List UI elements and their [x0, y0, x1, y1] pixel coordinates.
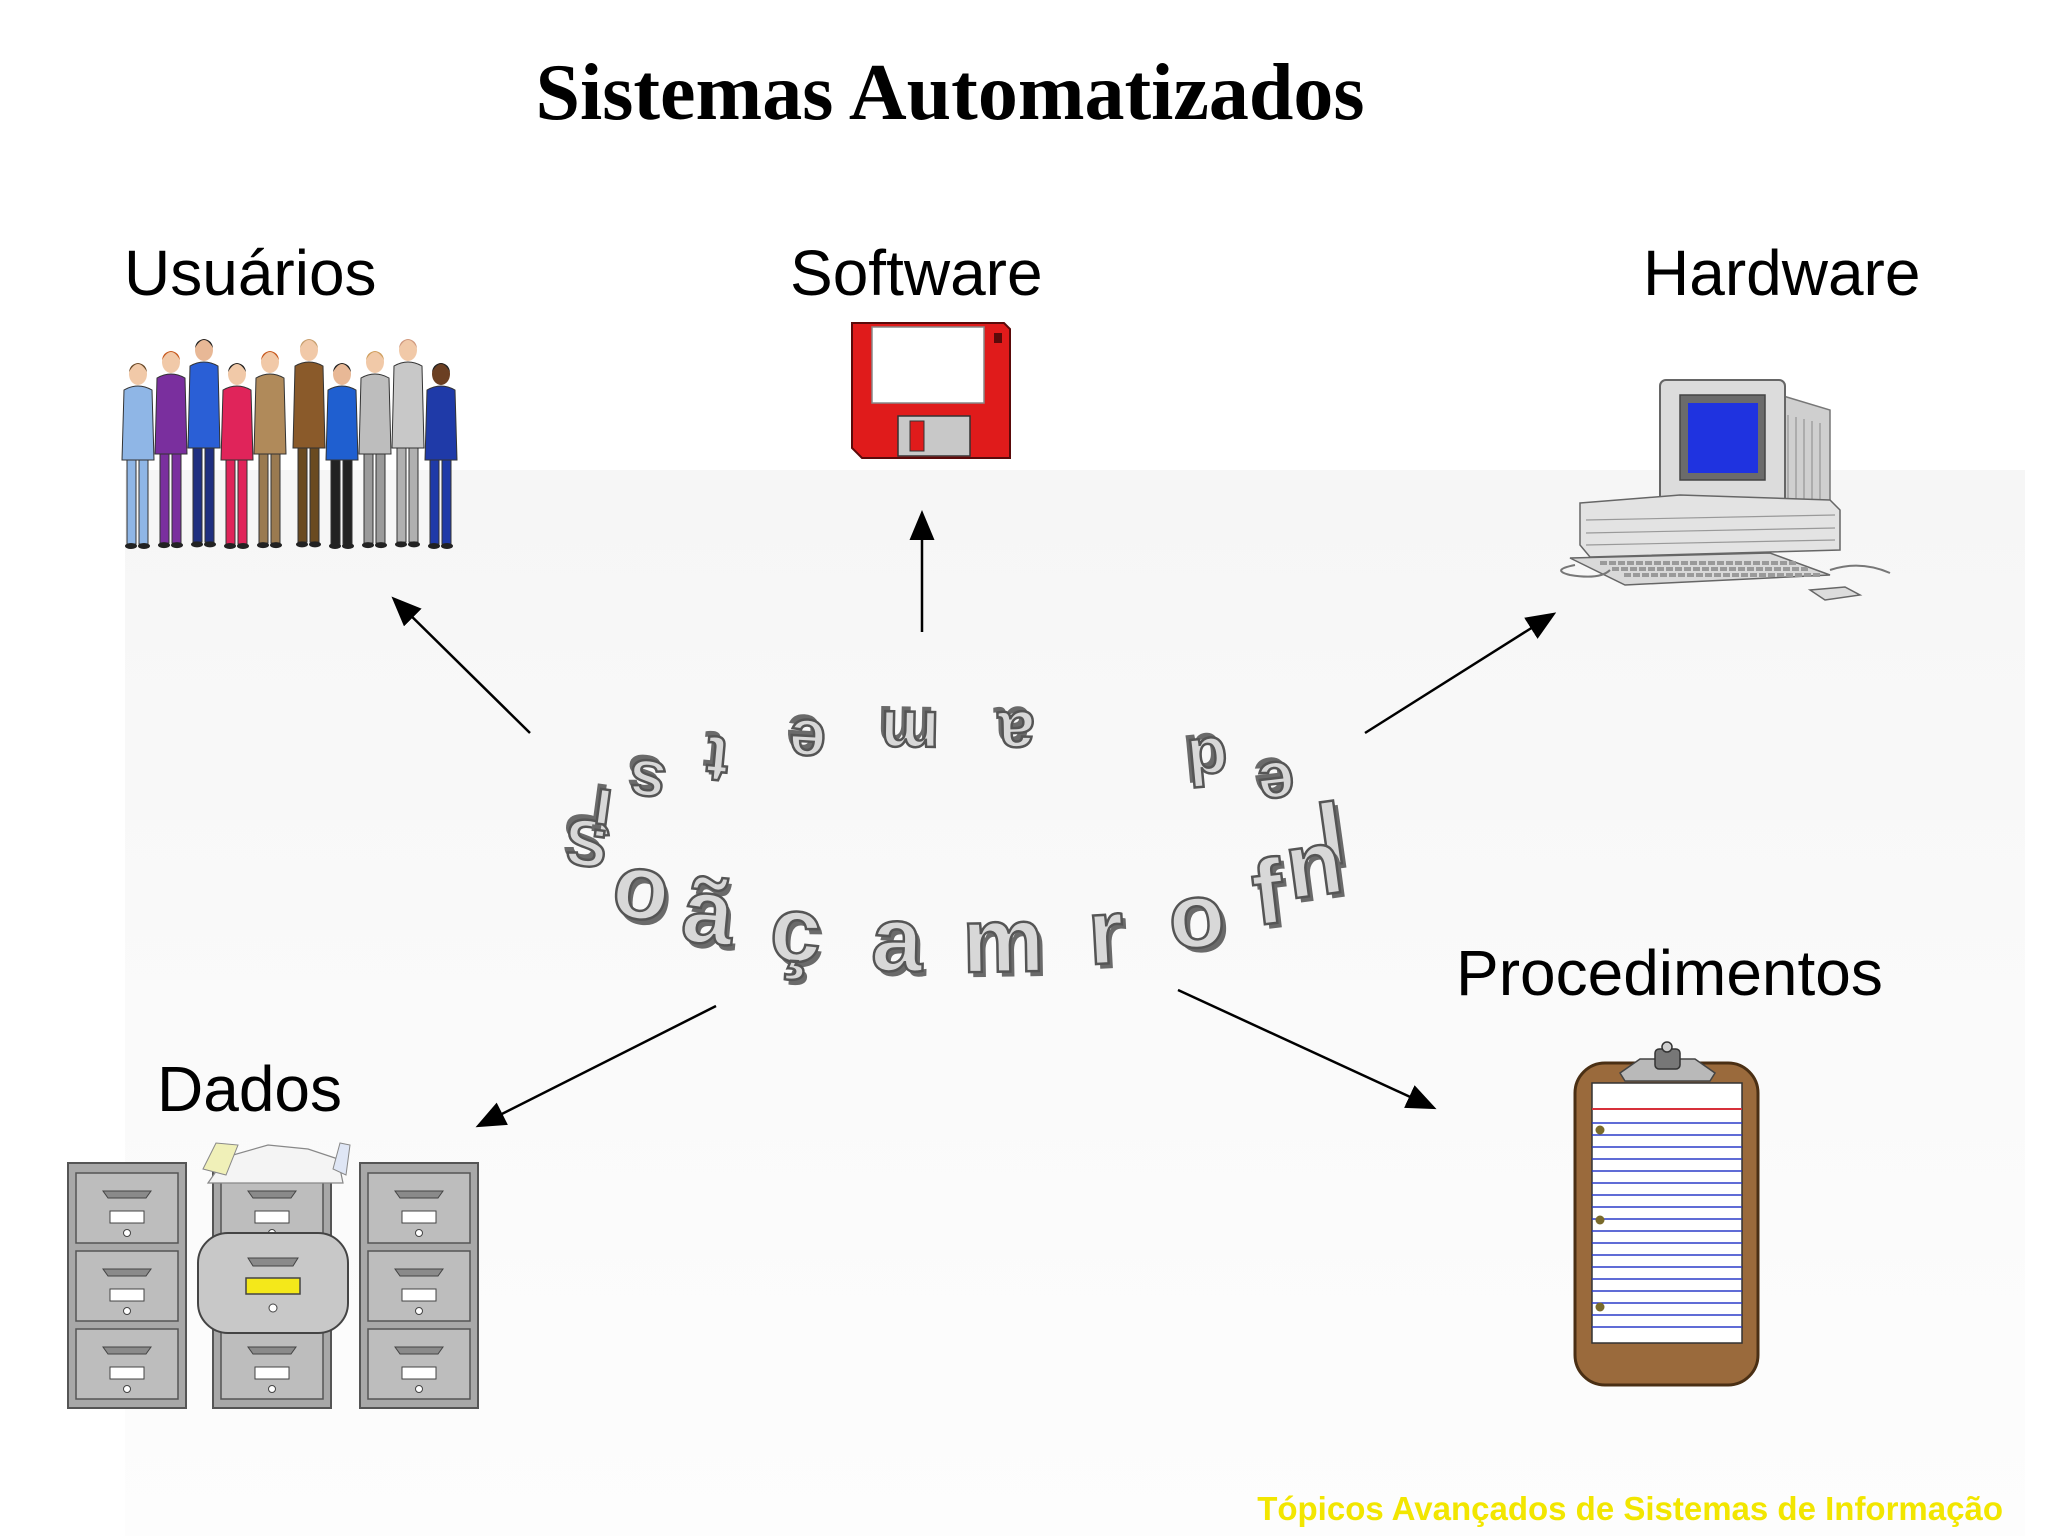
ring-letter: a: [870, 888, 924, 991]
ring-letter: s: [624, 745, 669, 823]
svg-text:m: m: [876, 692, 936, 767]
page-title: Sistemas Automatizados: [535, 49, 1365, 137]
person-figure: [154, 351, 188, 549]
svg-text:d: d: [1180, 718, 1227, 795]
person-figure: [220, 363, 254, 549]
svg-text:ã: ã: [682, 864, 743, 970]
person-figure: [358, 351, 392, 549]
person-figure: [391, 339, 425, 548]
ring-letter: a: [996, 697, 1036, 772]
floppy-disk-icon: [851, 322, 1011, 459]
label-dados: Dados: [157, 1053, 342, 1125]
person-figure: [121, 363, 155, 549]
person-figure: [253, 351, 287, 549]
ring-letter: S: [560, 804, 614, 883]
svg-text:a: a: [874, 893, 928, 996]
ring-letter: o: [608, 834, 676, 942]
ring-letter: r: [1085, 881, 1126, 985]
ring-letter: e: [787, 705, 828, 781]
clipboard-icon: [1573, 1041, 1760, 1387]
svg-text:n: n: [1284, 815, 1353, 924]
ring-letter: m: [880, 697, 940, 772]
ring-letter: ã: [678, 859, 739, 965]
people-group-icon: [121, 339, 458, 549]
label-usuarios: Usuários: [124, 237, 377, 309]
person-figure: [325, 363, 359, 549]
person-figure: [292, 339, 326, 548]
label-software: Software: [790, 237, 1043, 309]
ring-letter: o: [1164, 863, 1229, 970]
ring-letter: d: [1184, 723, 1231, 800]
arrow-to-usuarios: [391, 596, 531, 734]
file-cabinet-icon: [67, 1142, 479, 1409]
arrow-to-procedimentos: [1177, 988, 1437, 1110]
svg-text:m: m: [966, 894, 1049, 997]
svg-text:S: S: [557, 798, 611, 877]
cabinet-unit: [67, 1162, 187, 1409]
arrow-to-dados: [475, 1004, 717, 1128]
svg-text:o: o: [1168, 867, 1233, 974]
svg-text:ç: ç: [771, 883, 828, 988]
label-procedimentos: Procedimentos: [1456, 937, 1883, 1009]
svg-text:e: e: [1249, 742, 1294, 820]
arrow-to-hardware: [1364, 612, 1557, 735]
svg-text:r: r: [1089, 885, 1130, 989]
person-figure: [187, 339, 221, 548]
svg-text:o: o: [611, 839, 679, 947]
open-drawer: [197, 1142, 351, 1334]
ring-letter: m: [961, 889, 1044, 992]
footer-course-title: Tópicos Avançados de Sistemas de Informa…: [1257, 1490, 2003, 1527]
desktop-computer-icon: [1560, 379, 1891, 601]
cabinet-unit: [359, 1162, 479, 1409]
svg-text:s: s: [621, 739, 666, 817]
svg-text:a: a: [992, 693, 1032, 768]
svg-text:e: e: [783, 700, 824, 776]
label-hardware: Hardware: [1643, 237, 1921, 309]
ring-letter: ç: [767, 878, 824, 983]
person-figure: [424, 363, 458, 549]
